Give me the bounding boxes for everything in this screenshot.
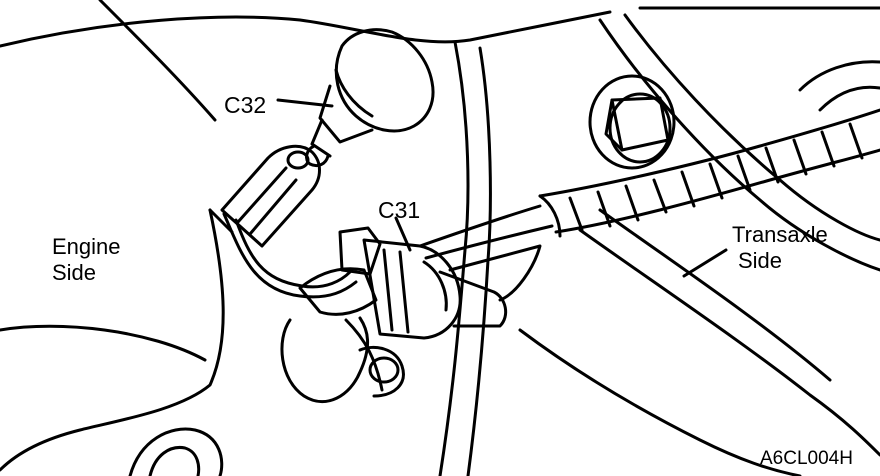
c31-label: C31 <box>378 197 421 223</box>
c32-harness-plug <box>220 144 321 248</box>
c31-bracket <box>280 316 405 403</box>
transaxle-side-label-line1: Transaxle <box>732 222 828 247</box>
engine-casting <box>0 0 612 476</box>
transaxle-harness <box>418 108 880 302</box>
figure-code: A6CL004H <box>760 448 853 469</box>
engine-side-label-line1: Engine <box>52 234 121 259</box>
c32-label: C32 <box>224 92 267 118</box>
connector-c31 <box>298 216 508 340</box>
engine-side-label: Engine Side <box>52 234 121 286</box>
transaxle-side-label-line2: Side <box>738 248 783 273</box>
mounting-bolt <box>588 74 676 170</box>
transaxle-leader <box>682 248 728 278</box>
c32-wire <box>222 212 358 299</box>
engine-side-label-line2: Side <box>52 260 97 285</box>
transaxle-side-label: Transaxle Side <box>732 222 828 274</box>
sensor-c32 <box>276 28 435 168</box>
